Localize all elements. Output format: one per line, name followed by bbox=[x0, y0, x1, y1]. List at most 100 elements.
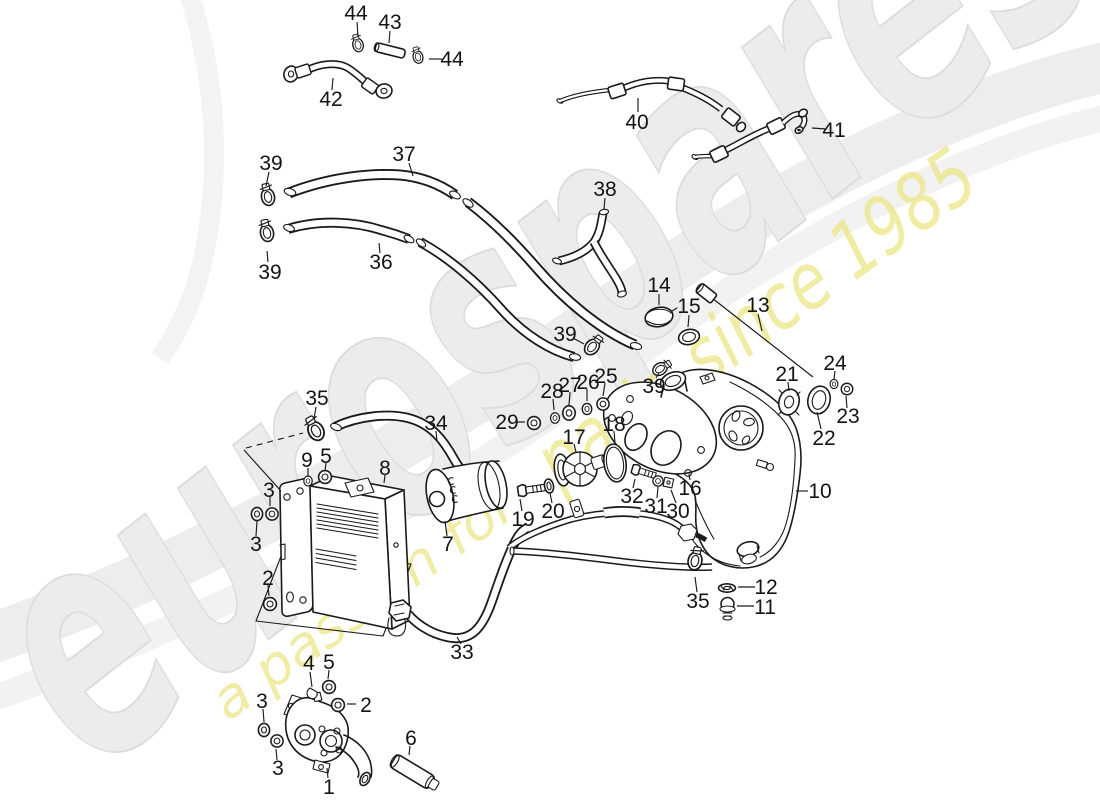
part-label-40: 40 bbox=[625, 111, 648, 134]
leader-line-33 bbox=[456, 636, 462, 645]
part-label-8: 8 bbox=[379, 457, 391, 480]
part-label-3: 3 bbox=[256, 690, 268, 713]
oil-hose-33 bbox=[388, 523, 530, 644]
oil-line-40 bbox=[556, 76, 747, 133]
part-label-39: 39 bbox=[642, 375, 665, 398]
leader-line-8 bbox=[383, 474, 386, 484]
part-label-11: 11 bbox=[754, 596, 776, 619]
filler-neck bbox=[659, 370, 688, 398]
part-label-35: 35 bbox=[305, 387, 328, 410]
part-label-41: 41 bbox=[822, 119, 845, 142]
leader-line-3 bbox=[275, 748, 278, 761]
leader-line-35 bbox=[694, 576, 698, 593]
washer-26 bbox=[581, 402, 593, 416]
leader-line-20 bbox=[549, 492, 553, 504]
part-label-12: 12 bbox=[754, 576, 777, 599]
washer-24 bbox=[829, 378, 839, 390]
watermark-swoosh bbox=[0, 0, 1100, 710]
part-label-27: 27 bbox=[558, 374, 581, 397]
part-label-24: 24 bbox=[823, 352, 847, 375]
leader-line-30 bbox=[670, 489, 677, 504]
leader-line-35 bbox=[313, 406, 317, 420]
part-label-39: 39 bbox=[259, 152, 282, 175]
oil-hose-36 bbox=[283, 217, 582, 362]
leader-line-16 bbox=[688, 473, 691, 481]
leader-line-28 bbox=[552, 398, 555, 411]
part-label-20: 20 bbox=[541, 500, 564, 523]
leader-line-7 bbox=[444, 520, 448, 537]
leader-line-21 bbox=[787, 381, 790, 392]
nut-2 bbox=[330, 697, 346, 713]
leader-line-39 bbox=[265, 171, 270, 187]
leader-line-4 bbox=[309, 671, 313, 688]
part-label-13: 13 bbox=[746, 294, 769, 317]
part-label-43: 43 bbox=[378, 11, 401, 34]
part-label-18: 18 bbox=[602, 413, 625, 436]
part-label-5: 5 bbox=[323, 651, 335, 674]
part-label-14: 14 bbox=[647, 274, 671, 297]
leader-line-23 bbox=[845, 395, 848, 409]
part-label-28: 28 bbox=[540, 380, 563, 403]
tank-mount-bolt bbox=[755, 459, 775, 472]
washer-28 bbox=[549, 412, 561, 424]
washer-9 bbox=[303, 475, 313, 487]
part-label-44: 44 bbox=[344, 2, 368, 25]
breather-hose-38 bbox=[552, 208, 628, 298]
part-label-26: 26 bbox=[576, 371, 599, 394]
oil-pump-1 bbox=[283, 691, 373, 787]
square-nut-30 bbox=[662, 476, 675, 489]
nut-5 bbox=[317, 469, 333, 485]
leader-line-39 bbox=[266, 250, 269, 263]
seal-ring-22 bbox=[806, 385, 832, 415]
tank-round-cover bbox=[718, 405, 764, 451]
part-label-30: 30 bbox=[666, 500, 689, 523]
seal-ring-20 bbox=[543, 478, 555, 494]
hose-clamp-44 bbox=[410, 45, 425, 66]
cooler-fins bbox=[315, 503, 379, 571]
part-label-21: 21 bbox=[775, 363, 798, 386]
oil-tank-10 bbox=[602, 368, 802, 569]
leader-line-19 bbox=[519, 498, 523, 512]
leader-line-31 bbox=[656, 486, 659, 499]
oil-filter-7 bbox=[425, 460, 508, 524]
leader-line-15 bbox=[687, 314, 690, 328]
o-ring-18 bbox=[602, 443, 628, 483]
oil-hose-37 bbox=[283, 169, 643, 351]
leader-line-32 bbox=[632, 478, 636, 489]
part-label-38: 38 bbox=[593, 178, 616, 201]
bushing-27 bbox=[561, 404, 576, 421]
part-label-9: 9 bbox=[301, 449, 313, 472]
part-label-6: 6 bbox=[405, 727, 417, 750]
part-label-39: 39 bbox=[258, 261, 281, 284]
part-label-31: 31 bbox=[644, 495, 667, 518]
part-label-1: 1 bbox=[323, 776, 335, 799]
leader-line-36 bbox=[378, 242, 381, 254]
part-label-2: 2 bbox=[360, 694, 372, 717]
leader-line-37 bbox=[408, 162, 414, 177]
part-label-17: 17 bbox=[562, 426, 585, 449]
part-label-34: 34 bbox=[424, 412, 448, 435]
part-label-33: 33 bbox=[450, 641, 473, 664]
drain-plug-11 bbox=[719, 596, 736, 621]
leader-line-22 bbox=[816, 411, 822, 430]
leader-line-42 bbox=[331, 77, 334, 91]
hose-clamp-39 bbox=[258, 181, 277, 208]
part-label-23: 23 bbox=[836, 405, 859, 428]
part-label-36: 36 bbox=[369, 251, 392, 274]
diagram-line-art bbox=[243, 32, 854, 791]
connector-tube-43 bbox=[373, 42, 406, 59]
oil-cooler-8 bbox=[278, 475, 411, 637]
leader-line-13 bbox=[757, 313, 763, 332]
leader-line-39 bbox=[572, 337, 585, 345]
leader-line-6 bbox=[408, 745, 411, 756]
part-label-39: 39 bbox=[553, 323, 576, 346]
filler-pipe-13 bbox=[695, 283, 814, 378]
leader-line-41 bbox=[811, 127, 827, 130]
nut-5 bbox=[321, 679, 337, 695]
leader-line-38 bbox=[603, 197, 606, 210]
part-label-10: 10 bbox=[808, 480, 831, 503]
leader-line-18 bbox=[613, 430, 616, 444]
leader-line-5 bbox=[327, 669, 330, 680]
nut-25 bbox=[596, 397, 610, 411]
